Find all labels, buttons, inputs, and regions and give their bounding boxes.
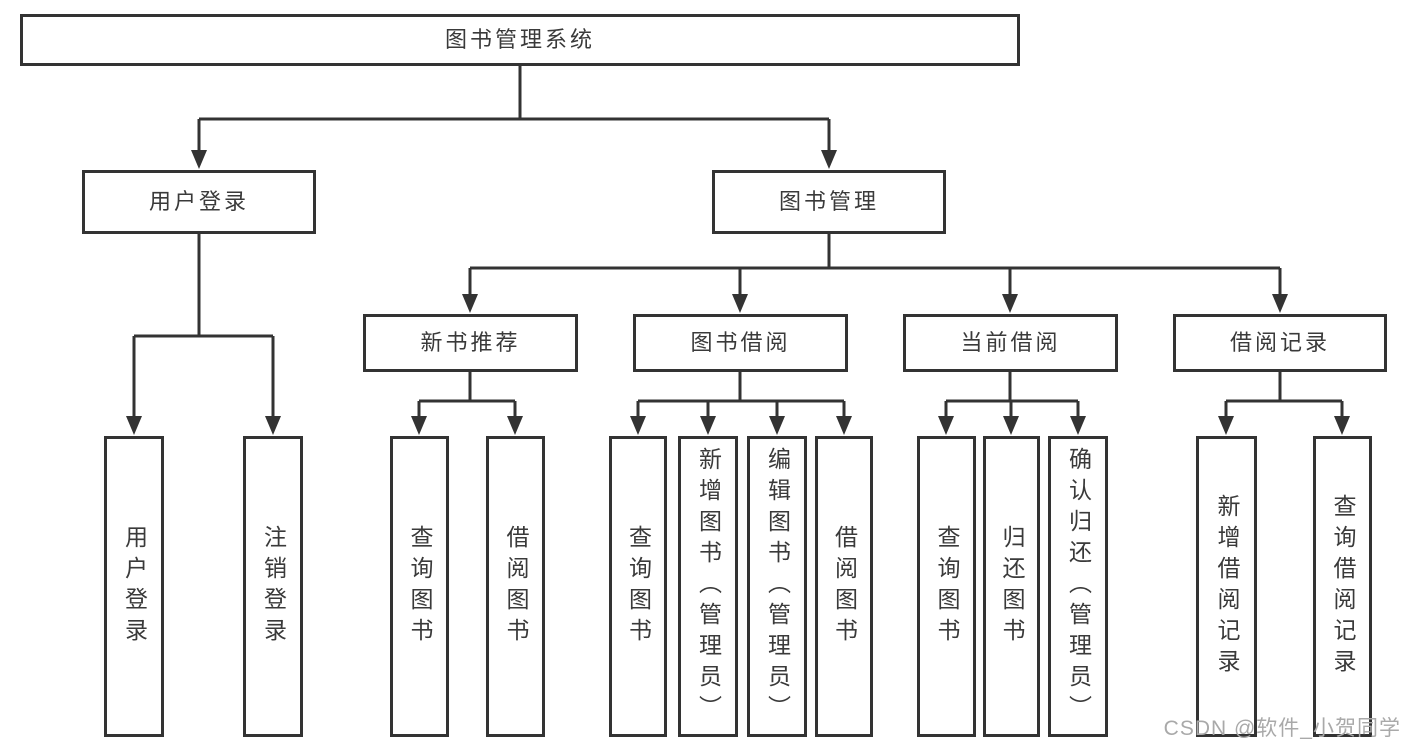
node-leaf-add-books-admin-label: 新增图书（管理员） bbox=[695, 447, 722, 726]
node-leaf-return-books-label: 归还图书 bbox=[999, 524, 1025, 649]
node-leaf-logout-label: 注销登录 bbox=[260, 524, 287, 649]
node-leaf-add-borrow-record-label: 新增借阅记录 bbox=[1214, 493, 1240, 680]
node-root-system: 图书管理系统 bbox=[20, 14, 1020, 66]
node-leaf-borrow-books-1-label: 借阅图书 bbox=[503, 524, 529, 649]
node-leaf-query-books-3: 查询图书 bbox=[917, 436, 976, 737]
node-current-borrowing-label: 当前借阅 bbox=[960, 329, 1061, 355]
node-leaf-return-books: 归还图书 bbox=[983, 436, 1040, 737]
node-leaf-confirm-return-admin: 确认归还（管理员） bbox=[1048, 436, 1108, 737]
node-new-book-recommendation: 新书推荐 bbox=[363, 314, 578, 372]
node-leaf-borrow-books-2: 借阅图书 bbox=[815, 436, 873, 737]
node-leaf-add-borrow-record: 新增借阅记录 bbox=[1196, 436, 1257, 737]
node-leaf-edit-books-admin-label: 编辑图书（管理员） bbox=[764, 447, 791, 726]
node-leaf-user-login: 用户登录 bbox=[104, 436, 164, 737]
node-leaf-query-books-3-label: 查询图书 bbox=[934, 524, 960, 649]
node-leaf-query-books-1-label: 查询图书 bbox=[407, 524, 433, 649]
node-borrowing-records-label: 借阅记录 bbox=[1229, 329, 1330, 355]
node-leaf-borrow-books-1: 借阅图书 bbox=[486, 436, 545, 737]
node-borrowing-records: 借阅记录 bbox=[1173, 314, 1387, 372]
node-leaf-logout: 注销登录 bbox=[243, 436, 303, 737]
watermark: CSDN @软件_小贺同学 bbox=[1163, 717, 1401, 740]
node-user-login: 用户登录 bbox=[82, 170, 316, 234]
node-leaf-user-login-label: 用户登录 bbox=[121, 524, 148, 649]
node-book-borrowing-label: 图书借阅 bbox=[690, 329, 791, 355]
node-leaf-query-borrow-record-label: 查询借阅记录 bbox=[1330, 493, 1356, 680]
node-root-label: 图书管理系统 bbox=[444, 26, 595, 52]
node-leaf-query-books-2-label: 查询图书 bbox=[625, 524, 652, 649]
node-leaf-edit-books-admin: 编辑图书（管理员） bbox=[747, 436, 807, 737]
node-book-borrowing: 图书借阅 bbox=[633, 314, 848, 372]
node-book-management-label: 图书管理 bbox=[778, 188, 879, 214]
node-leaf-add-books-admin: 新增图书（管理员） bbox=[678, 436, 738, 737]
node-leaf-confirm-return-admin-label: 确认归还（管理员） bbox=[1065, 447, 1092, 726]
node-user-login-label: 用户登录 bbox=[148, 188, 249, 214]
node-leaf-query-books-2: 查询图书 bbox=[609, 436, 667, 737]
node-new-book-recommendation-label: 新书推荐 bbox=[420, 329, 521, 355]
node-leaf-query-books-1: 查询图书 bbox=[390, 436, 449, 737]
node-leaf-borrow-books-2-label: 借阅图书 bbox=[831, 524, 858, 649]
node-current-borrowing: 当前借阅 bbox=[903, 314, 1118, 372]
node-leaf-query-borrow-record: 查询借阅记录 bbox=[1313, 436, 1372, 737]
node-book-management: 图书管理 bbox=[712, 170, 946, 234]
